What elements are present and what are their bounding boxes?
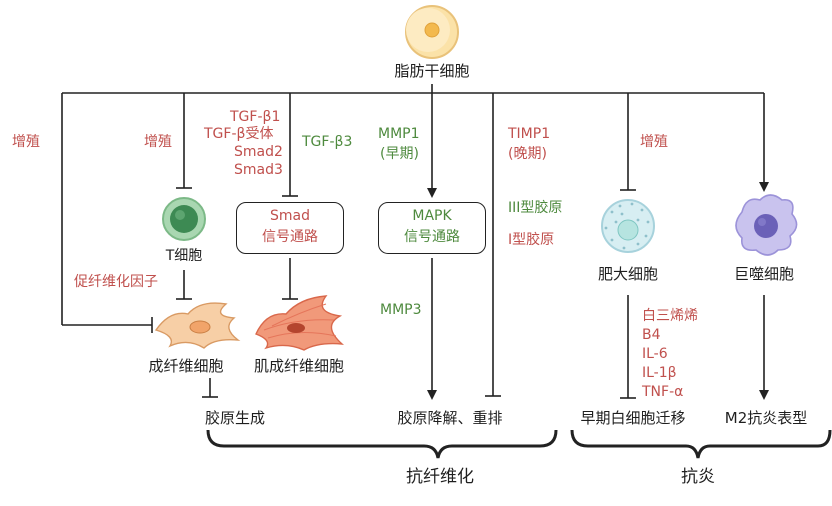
outcome-collagen-degradation: 胶原降解、重排: [397, 409, 503, 427]
smad-box-line2: 信号通路: [262, 229, 318, 245]
t-cell-icon: [162, 197, 206, 241]
myofibroblast-label: 肌成纤维细胞: [253, 357, 344, 375]
mediator-il1b: IL-1β: [642, 365, 677, 381]
label-mmp1-early: (早期): [380, 146, 419, 162]
label-tgf-b3: TGF-β3: [302, 134, 353, 150]
adipose-stem-cell-icon: [405, 5, 459, 59]
label-fibroblast-prolif: 增殖: [12, 134, 40, 150]
label-timp1: TIMP1: [508, 126, 551, 142]
mediator-tnfa: TNF-α: [642, 384, 684, 400]
smad-box-line1: Smad: [270, 208, 310, 224]
brace-anti-inflam: [570, 429, 832, 459]
label-mmp1: MMP1: [378, 126, 420, 142]
macrophage-icon: [735, 194, 798, 256]
fibroblast-icon: [154, 302, 241, 349]
label-tgf-receptor: TGF-β受体: [204, 126, 274, 142]
label-smad3: Smad3: [234, 162, 283, 178]
mmp3-label: MMP3: [380, 302, 422, 318]
t-cell-label: T细胞: [165, 248, 203, 264]
label-collagen-iii: III型胶原: [508, 200, 563, 216]
mapk-pathway-box: [378, 202, 486, 254]
fibroblast-label: 成纤维细胞: [148, 357, 224, 375]
macrophage-label: 巨噬细胞: [733, 265, 794, 283]
outcome-collagen-generation: 胶原生成: [204, 409, 265, 427]
myofibroblast-icon: [255, 295, 345, 351]
mediator-b4: B4: [642, 327, 661, 343]
label-smad2: Smad2: [234, 144, 283, 160]
brace-anti-fibrosis: [206, 429, 558, 459]
mast-cell-icon: [601, 199, 655, 253]
mapk-box-line2: 信号通路: [404, 229, 460, 245]
fibrosis-factor-label: 促纤维化因子: [74, 274, 158, 290]
label-collagen-i: I型胶原: [508, 232, 555, 248]
label-tgf-b1: TGF-β1: [230, 109, 281, 125]
mediator-leukotriene: 白三烯烯: [642, 308, 698, 324]
adipose-stem-cell-label: 脂肪干细胞: [394, 62, 470, 80]
outcome-m2-phenotype: M2抗炎表型: [724, 409, 808, 427]
mapk-box-line1: MAPK: [412, 208, 452, 224]
smad-pathway-box: [236, 202, 344, 254]
outcome-leukocyte-migration: 早期白细胞迁移: [580, 409, 686, 427]
group-anti-fibrosis-label: 抗纤维化: [406, 467, 474, 487]
mast-cell-label: 肥大细胞: [597, 265, 658, 283]
label-mast-prolif: 增殖: [640, 134, 668, 150]
label-timp1-late: (晚期): [508, 146, 547, 162]
mediator-il6: IL-6: [642, 346, 668, 362]
label-tcell-prolif: 增殖: [144, 134, 172, 150]
group-anti-inflam-label: 抗炎: [681, 467, 715, 487]
